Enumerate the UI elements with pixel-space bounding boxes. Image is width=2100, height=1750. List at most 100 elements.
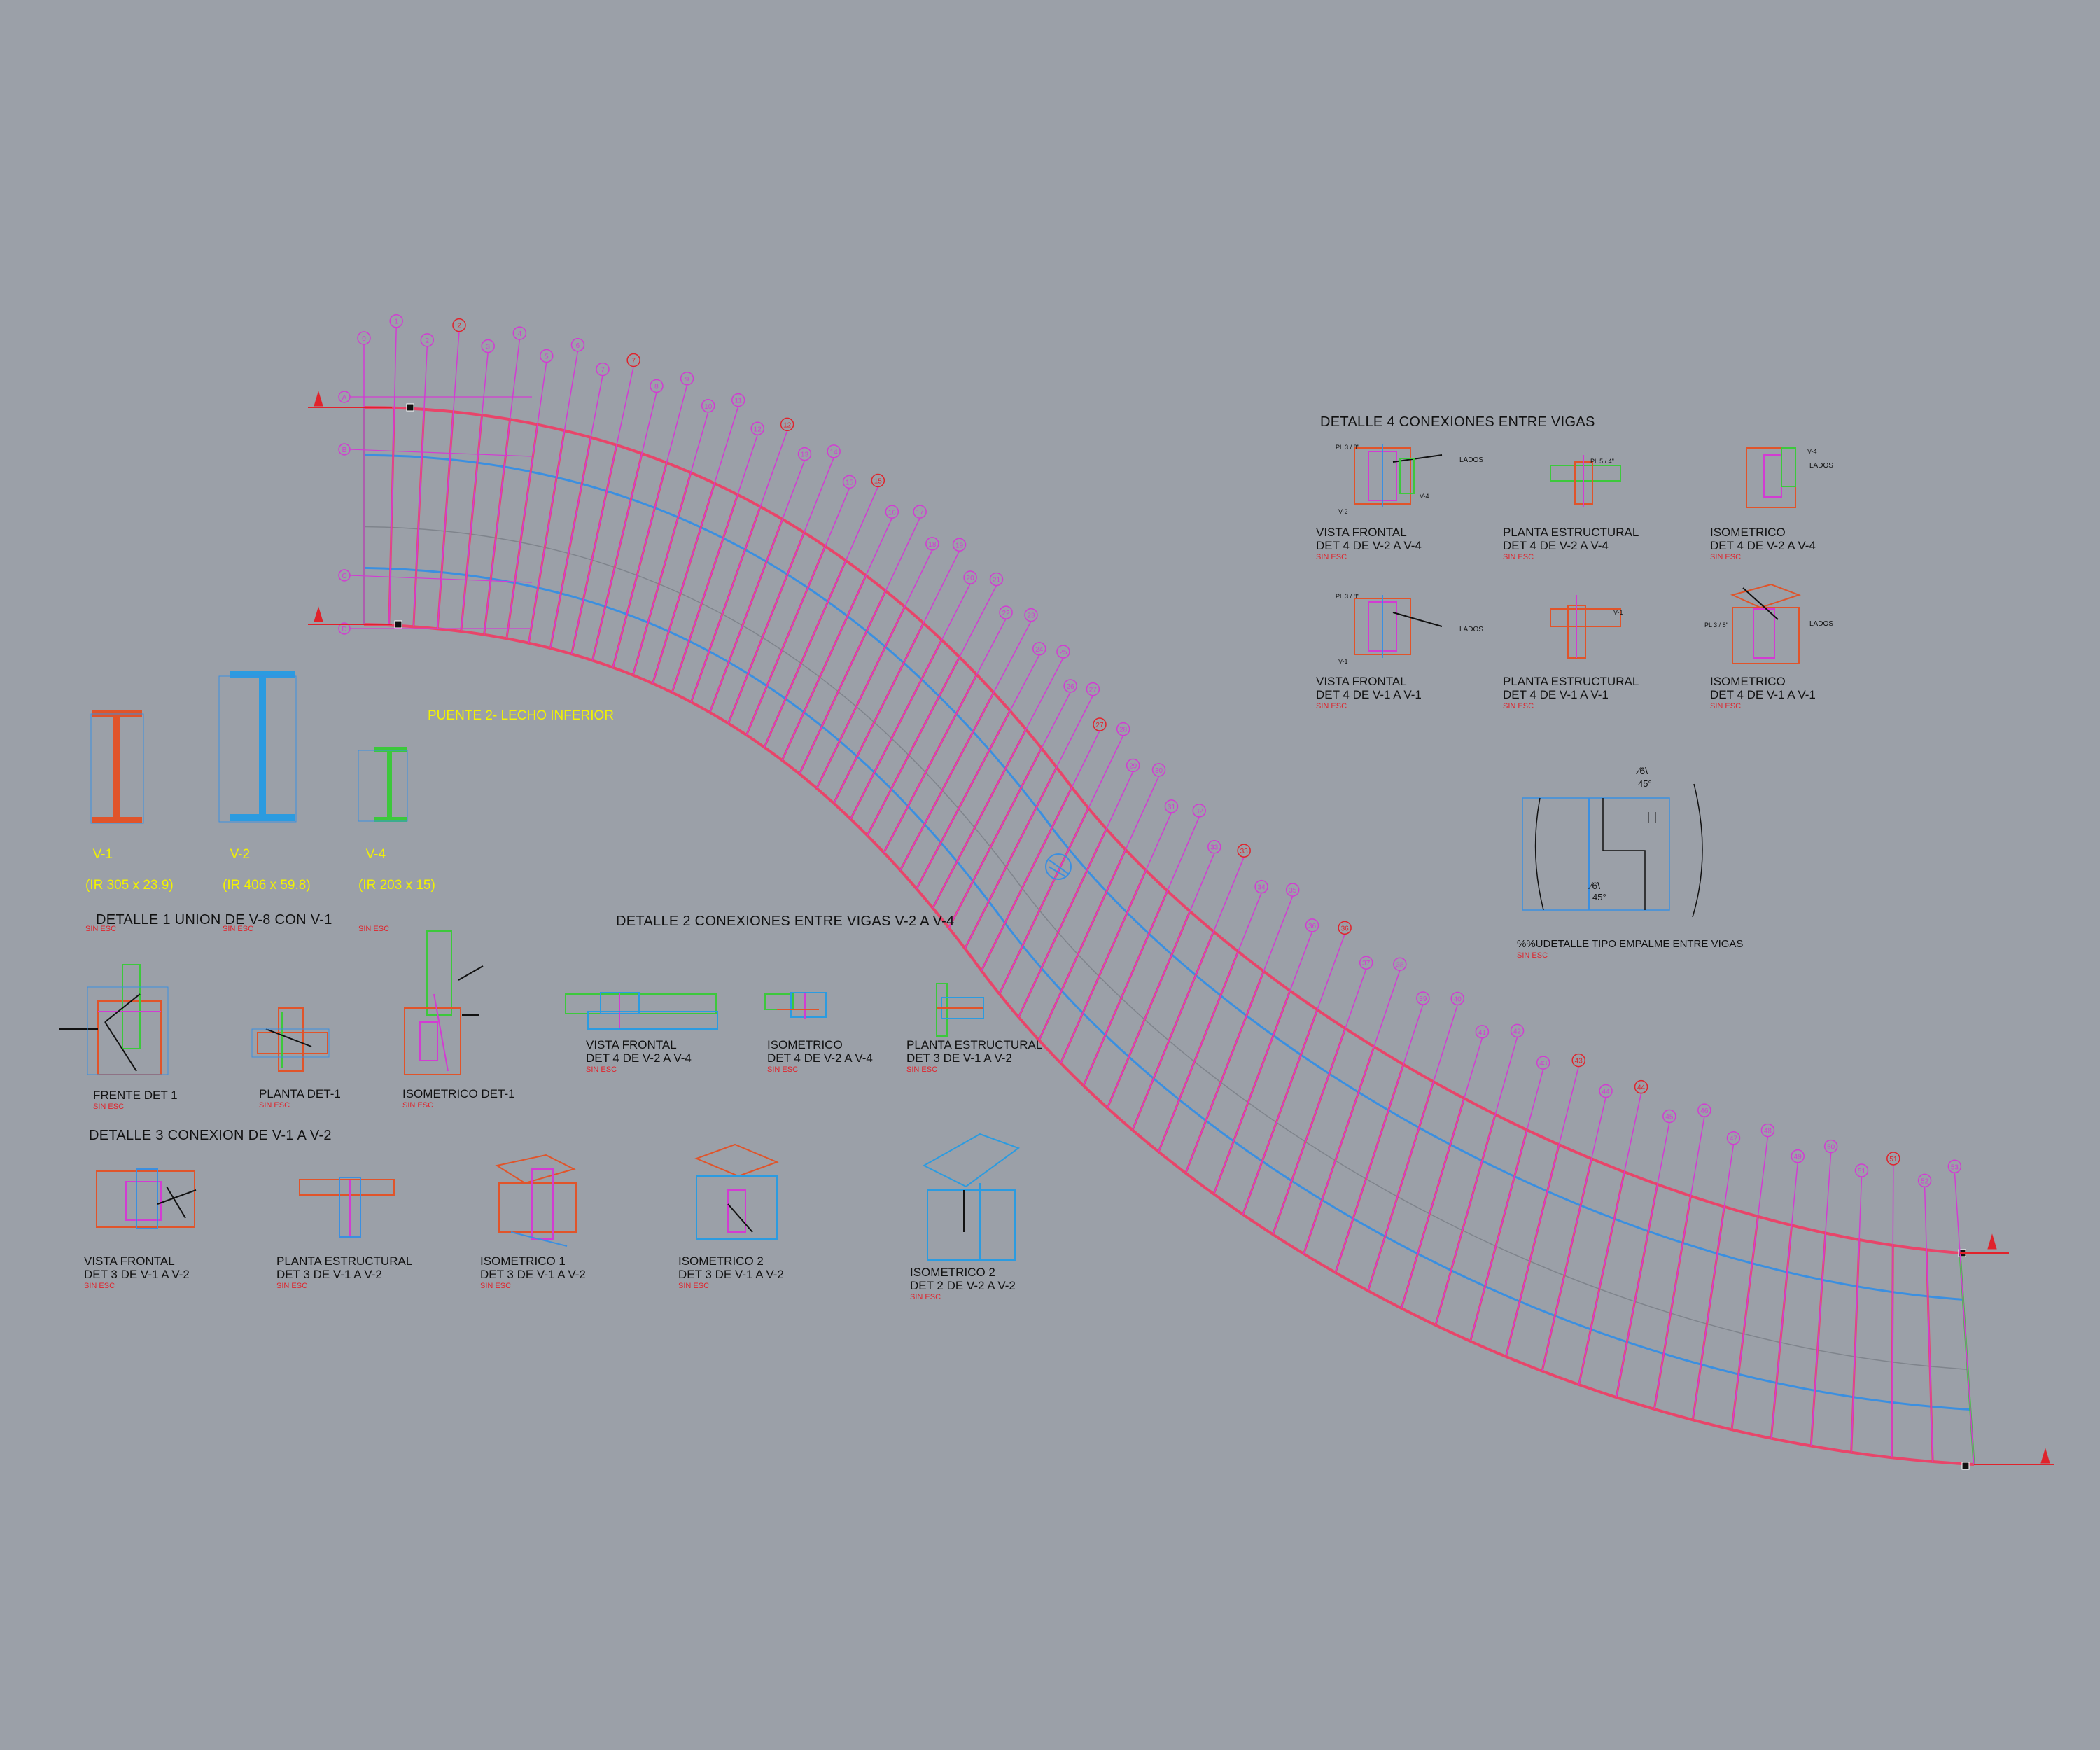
det3-view-caption: ISOMETRICO 2 DET 2 DE V-2 A V-2 SIN ESC: [910, 1266, 1016, 1302]
anchor-point-icon: [406, 403, 414, 412]
axis-number: 42: [1513, 1028, 1522, 1035]
axis-number: 29: [1129, 762, 1138, 770]
axis-letter-bubble: B: [338, 443, 533, 457]
splice-angle-top: 45°: [1638, 778, 1652, 789]
axis-leader-line: [1505, 1066, 1579, 1357]
caption-line: PLANTA ESTRUCTURAL: [1503, 675, 1639, 688]
axis-bubble: 28: [1116, 722, 1130, 736]
lados-annotation: LADOS: [1460, 626, 1483, 634]
axis-number: 45: [1665, 1114, 1674, 1121]
caption-line: DET 4 DE V-2 A V-4: [1710, 539, 1816, 552]
axis-bubble: 2: [452, 318, 466, 332]
axis-bubble: 9: [680, 372, 694, 386]
axis-bubble: 27: [1093, 718, 1107, 732]
det4-view-caption: VISTA FRONTAL DET 4 DE V-1 A V-1 SIN ESC: [1316, 675, 1422, 711]
axis-number: 9: [685, 376, 690, 384]
axis-number: 36: [1308, 923, 1317, 930]
caption-line: VISTA FRONTAL: [586, 1038, 677, 1051]
det2-isometrico2-drawing: [922, 1133, 1021, 1261]
axis-number: 27: [1089, 687, 1098, 694]
axis-leader-line: [1303, 970, 1401, 1254]
beam-section-v2: [218, 671, 297, 822]
scale-note: SIN ESC: [910, 1293, 941, 1301]
axis-leader-line: [948, 692, 1071, 928]
axis-bubble: 26: [1063, 679, 1077, 693]
axis-leader-line: [1810, 1152, 1832, 1446]
caption-line: PLANTA ESTRUCTURAL: [1503, 526, 1639, 539]
axis-bubble: 38: [1393, 957, 1407, 972]
axis-bubble: 40: [1450, 991, 1464, 1006]
weld-size: 6: [1592, 880, 1598, 891]
axis-leader-line: [899, 621, 1032, 871]
axis-leader-line: [1770, 1162, 1798, 1438]
axis-number: 12: [783, 421, 792, 429]
det4-planta-v2-v4-drawing: [1550, 455, 1621, 507]
axis-bubble: 14: [827, 444, 841, 458]
axis-number: 30: [1155, 767, 1163, 775]
bridge-frame: [363, 403, 1975, 1470]
caption-line: PLANTA DET-1: [259, 1087, 341, 1100]
axis-number: 5: [545, 354, 549, 361]
det1-view-caption: FRENTE DET 1 SIN ESC: [93, 1088, 178, 1112]
axis-leader-line: [1891, 1164, 1894, 1458]
det1-title: DETALLE 1 UNION DE V-8 CON V-1: [96, 912, 332, 927]
axis-number: 21: [993, 577, 1001, 584]
det1-view-caption: ISOMETRICO DET-1 SIN ESC: [402, 1087, 515, 1110]
axis-number: 6: [576, 342, 580, 350]
scale-note: SIN ESC: [480, 1282, 512, 1290]
det4-view-caption: PLANTA ESTRUCTURAL DET 4 DE V-1 A V-1 SI…: [1503, 675, 1639, 711]
axis-number: 13: [801, 451, 809, 459]
axis-leader-line: [1158, 892, 1262, 1152]
scale-note: SIN ESC: [1503, 553, 1534, 561]
det2-frontal-drawing: [565, 992, 718, 1030]
det2-title: DETALLE 2 CONEXIONES ENTRE VIGAS V-2 A V…: [616, 913, 955, 929]
axis-number: 12: [754, 426, 762, 433]
det4-view-caption: VISTA FRONTAL DET 4 DE V-2 A V-4 SIN ESC: [1316, 526, 1422, 562]
beam-ref-annotation: V-2: [1338, 508, 1348, 515]
axis-letter: D: [342, 626, 346, 634]
axis-bubble: 16: [885, 505, 899, 519]
axis-number: 16: [888, 509, 897, 517]
axis-number: 7: [601, 367, 605, 374]
axis-bubble: 32: [1192, 804, 1206, 818]
axis-leader-line: [1107, 853, 1215, 1109]
axis-leader-line: [1541, 1097, 1606, 1371]
axis-bubble: 41: [1475, 1025, 1490, 1039]
plate-annotation: PL 3 / 8": [1704, 622, 1728, 629]
caption-line: VISTA FRONTAL: [1316, 675, 1407, 688]
axis-bubble: 12: [780, 417, 794, 432]
axis-leader-line: [612, 384, 688, 668]
axis-leader-line: [413, 346, 428, 627]
beam-section-v4-label: V-4 (IR 203 x 15) SIN ESC: [358, 832, 435, 949]
det2-view-caption: PLANTA ESTRUCTURAL DET 3 DE V-1 A V-2 SI…: [906, 1038, 1042, 1074]
axis-leader-line: [1272, 968, 1367, 1235]
caption-line: DET 4 DE V-2 A V-4: [767, 1051, 873, 1065]
beam-section-v2-label: V-2 (IR 406 x 59.8) SIN ESC: [223, 832, 311, 949]
axis-letter-bubble: D: [338, 622, 532, 635]
axis-letter-bubble: C: [338, 569, 533, 583]
scale-note: SIN ESC: [93, 1102, 125, 1111]
axis-letter: A: [342, 394, 347, 402]
axis-leader-line: [932, 657, 1064, 909]
section-marker-a-left: [308, 391, 392, 625]
axis-number: 43: [1575, 1058, 1583, 1065]
lados-annotation: LADOS: [1809, 462, 1833, 470]
axis-number: 37: [1362, 960, 1371, 967]
det1-planta-drawing: [251, 1007, 330, 1072]
axis-number: 32: [1196, 808, 1204, 816]
beam-ref-annotation: V-4: [1807, 448, 1817, 455]
beam-section-v1: [90, 710, 144, 824]
axis-number: 1: [394, 318, 398, 326]
caption-line: DET 4 DE V-1 A V-1: [1316, 688, 1422, 701]
axis-leader-line: [652, 406, 739, 684]
axis-number: 10: [704, 403, 713, 411]
axis-bubble: 15: [842, 475, 857, 489]
scale-note: SIN ESC: [85, 925, 117, 933]
axis-bubble: 44: [1634, 1079, 1648, 1094]
axis-bubble: 51: [1886, 1152, 1900, 1166]
det3-view-caption: PLANTA ESTRUCTURAL DET 3 DE V-1 A V-2 SI…: [276, 1254, 412, 1291]
axis-number: 4: [518, 330, 522, 338]
axis-number: 44: [1637, 1084, 1646, 1092]
axis-bubble: 42: [1510, 1023, 1525, 1038]
caption-line: DET 3 DE V-1 A V-2: [480, 1268, 586, 1281]
